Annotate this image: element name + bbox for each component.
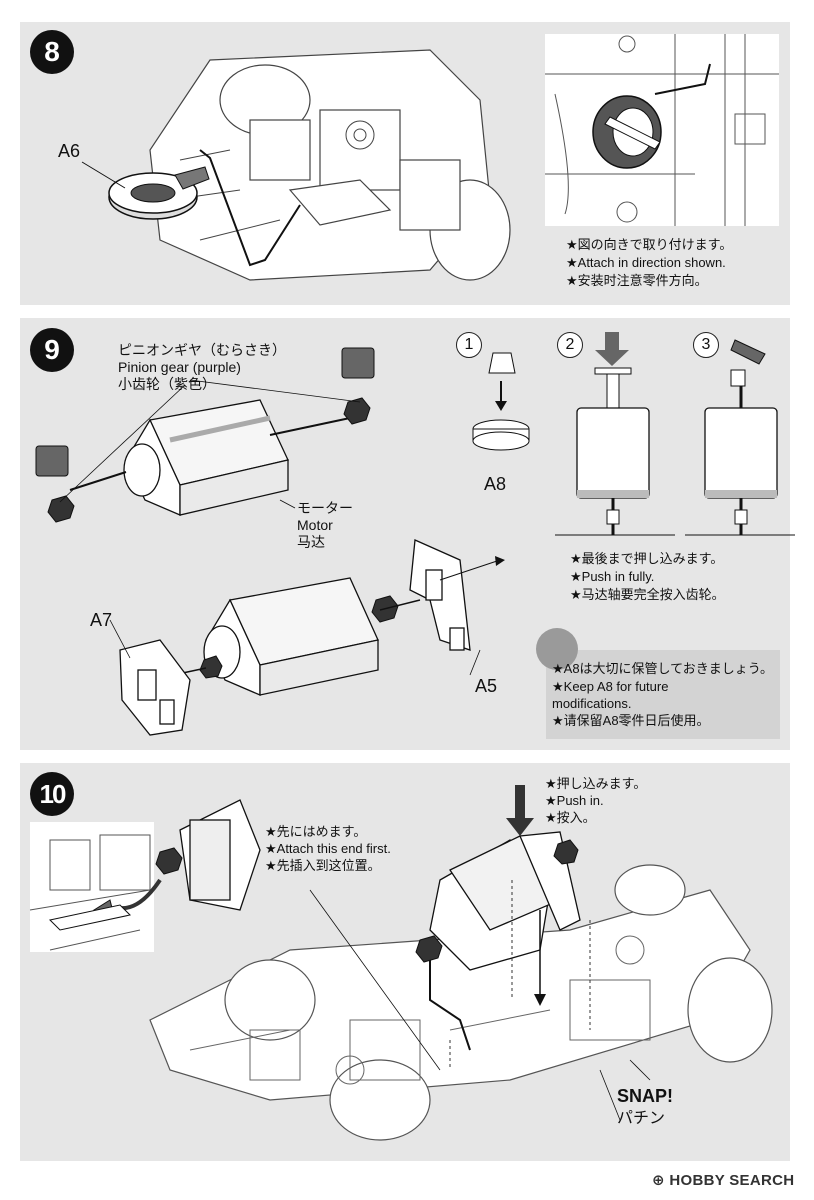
- step-8-badge: 8: [30, 30, 74, 74]
- step-10-chassis-illustration: [149, 785, 773, 1141]
- motor-assembly-illustration: [109, 539, 505, 736]
- push-fully-note-zh: ★马达轴要完全按入齿轮。: [570, 587, 725, 602]
- part-a7-label: A7: [90, 610, 113, 630]
- keep-note-en-2: modifications.: [552, 696, 632, 711]
- step-8-note-zh: ★安装时注意零件方向。: [566, 273, 708, 288]
- part-a6-illustration: [108, 166, 210, 220]
- attach-first-note-en: ★Attach this end first.: [265, 841, 391, 856]
- watermark: ⊕ HOBBY SEARCH: [652, 1171, 794, 1189]
- step-8-detail-illustration: [545, 34, 779, 226]
- push-in-note-ja: ★押し込みます。: [545, 776, 647, 791]
- push-in-illustration: [555, 332, 795, 536]
- snap-label-ja: パチン: [617, 1110, 666, 1127]
- push-fully-note-en: ★Push in fully.: [570, 569, 655, 584]
- step-8-chassis-illustration: [149, 49, 511, 281]
- a6-pointer-line: [81, 161, 126, 189]
- keep-note-ja: ★A8は大切に保管しておきましょう。: [552, 661, 773, 676]
- keep-note-zh: ★请保留A8零件日后使用。: [552, 713, 710, 728]
- a8-tool-illustration: [472, 352, 530, 451]
- step-8-note-ja: ★図の向きで取り付けます。: [566, 237, 733, 252]
- keep-a8-note-box: [546, 650, 780, 739]
- motor-with-pinions-illustration: [35, 347, 375, 523]
- part-a6-label: A6: [58, 141, 81, 161]
- watermark-logo-icon: ⊕: [652, 1172, 670, 1189]
- step-10-detail-illustration: [29, 799, 261, 951]
- step-10-badge: 10: [30, 772, 74, 816]
- step-9-badge: 9: [30, 328, 74, 372]
- step-8-detail-inset: [545, 34, 779, 226]
- part-a5-label: A5: [475, 676, 498, 696]
- push-in-note-en: ★Push in.: [545, 793, 604, 808]
- keep-note-en-1: ★Keep A8 for future: [552, 679, 669, 694]
- sub-step-3-badge: 3: [693, 332, 719, 358]
- step-8-note-en: ★Attach in direction shown.: [566, 255, 726, 270]
- push-fully-note-ja: ★最後まで押し込みます。: [570, 551, 724, 566]
- attach-first-note-ja: ★先にはめます。: [265, 824, 367, 839]
- pinion-label-ja: ピニオンギヤ（むらさき）: [118, 342, 286, 358]
- pinion-label-en: Pinion gear (purple): [118, 359, 241, 375]
- sub-step-1-badge: 1: [456, 332, 482, 358]
- snap-label-en: SNAP!: [617, 1086, 674, 1106]
- sub-step-2-badge: 2: [557, 332, 583, 358]
- keep-a8-burst-icon: [536, 628, 578, 670]
- part-a8-label: A8: [484, 474, 507, 494]
- motor-label-en: Motor: [297, 517, 333, 533]
- attach-first-note-zh: ★先插入到这位置。: [265, 858, 381, 873]
- push-in-note-zh: ★按入。: [545, 810, 596, 825]
- motor-label-ja: モーター: [297, 500, 353, 516]
- motor-label-zh: 马达: [297, 534, 325, 550]
- watermark-text: HOBBY SEARCH: [669, 1172, 795, 1189]
- step-10-detail-inset: [30, 822, 154, 952]
